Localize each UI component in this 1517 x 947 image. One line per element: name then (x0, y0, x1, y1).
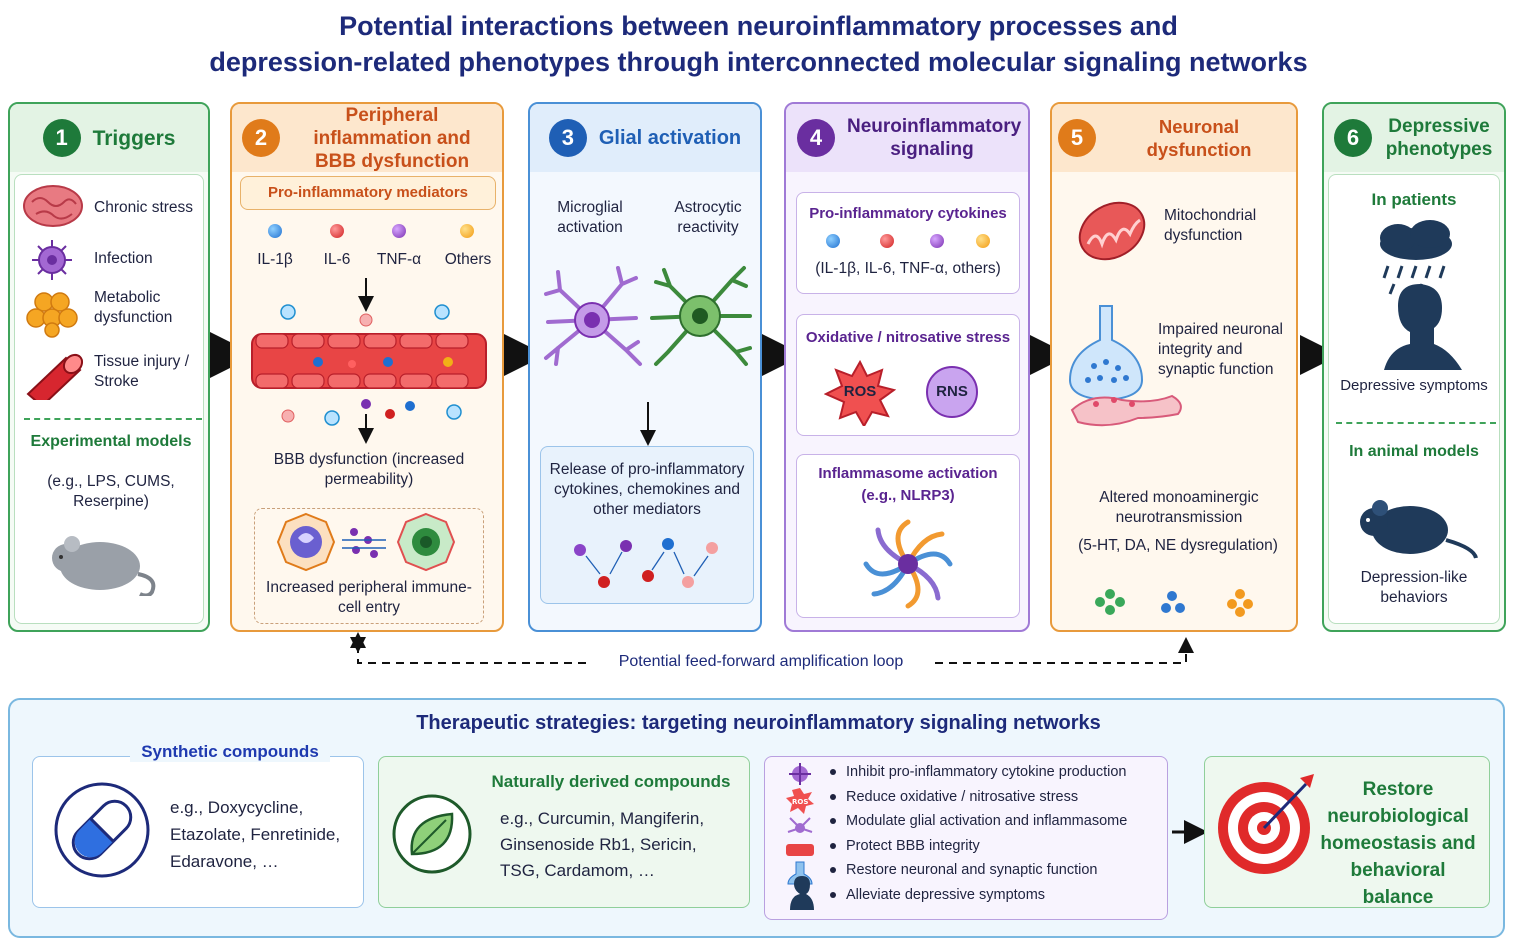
monoamine-label: Altered monoaminergic neurotransmission (1099, 489, 1259, 526)
vessel-icon (26, 353, 84, 400)
synapse-icon (1068, 305, 1182, 427)
mediators-label: Pro-inflammatory mediators (267, 184, 469, 201)
mechanism-list: Inhibit pro-inflammatory cytokine produc… (828, 760, 1164, 907)
cytokine-dot (930, 234, 944, 248)
mouse-icon (52, 536, 156, 596)
panel-neuroinflammatory-signaling: 4 Neuroinflammatory signaling Pro-inflam… (784, 102, 1030, 632)
cytokine-dot (976, 234, 990, 248)
synaptic-label: Impaired neuronal integrity and synaptic… (1158, 321, 1283, 378)
microglial-label: Microglial activation (557, 199, 623, 236)
cytokines-title: Pro-inflammatory cytokines (809, 205, 1007, 222)
leaf-icon (392, 794, 472, 874)
mechanism-item: Restore neuronal and synaptic function (828, 858, 1164, 883)
therapy-arrow (1172, 820, 1206, 844)
outcome-text: Restore neurobiological homeostasis and … (1320, 779, 1476, 908)
panel-peripheral-inflammation: 2 Peripheral inflammation and BBB dysfun… (230, 102, 504, 632)
loop-label: Potential feed-forward amplification loo… (618, 653, 904, 670)
trigger-label: Tissue injury / Stroke (94, 353, 190, 390)
flow-arrows (206, 330, 1340, 664)
synthetic-text: e.g., Doxycycline, Etazolate, Fenretinid… (170, 798, 341, 871)
others-dot (460, 224, 474, 238)
rns-label: RNS (936, 383, 968, 400)
monoamine-detail: (5-HT, DA, NE dysregulation) (1078, 537, 1278, 554)
blood-vessel-illustration (251, 278, 487, 444)
panel-title: Glial activation (598, 126, 742, 149)
mechanism-icons: ROS (786, 763, 814, 910)
panel-neuronal-dysfunction: 5 Neuronal dysfunction Mitochondrial dys… (1050, 102, 1298, 632)
panel-title: Depressive phenotypes (1385, 116, 1493, 160)
experimental-models-title: Experimental models (30, 433, 192, 450)
inflammasome-title: Inflammasome activation (818, 465, 998, 482)
glial-cells-illustration (544, 266, 752, 366)
trigger-label: Chronic stress (94, 199, 194, 216)
patients-label: In patients (1371, 190, 1457, 209)
depressive-symptoms-label: Depressive symptoms (1340, 377, 1488, 394)
immune-entry-label: Increased peripheral immune-cell entry (266, 579, 472, 616)
bbb-dysfunction-label: BBB dysfunction (increased permeability) (273, 451, 465, 488)
ros-label: ROS (843, 383, 877, 400)
therapy-title: Therapeutic strategies: targeting neuroi… (416, 712, 1101, 734)
animal-models-label: In animal models (1349, 443, 1479, 460)
cytokine-release-icon (574, 538, 718, 588)
il1b-dot (268, 224, 282, 238)
page-title: Potential interactions between neuroinfl… (209, 11, 1308, 77)
tnfa-dot (392, 224, 406, 238)
mechanism-item: Reduce oxidative / nitrosative stress (828, 785, 1164, 810)
il6-dot (330, 224, 344, 238)
ros-star-icon (824, 360, 896, 426)
step-number: 3 (548, 119, 587, 157)
synthetic-title: Synthetic compounds (130, 742, 330, 762)
svg-text:ROS: ROS (792, 798, 808, 806)
panel-triggers: 1 Triggers Chronic stress Infection Meta… (8, 102, 210, 632)
loop-arrow (350, 637, 588, 664)
panel-glial-activation: 3 Glial activation Microglial activation… (528, 102, 762, 632)
panel-title: Neuroinflammatory signaling (847, 116, 1022, 160)
mediator-label: Others (444, 251, 492, 268)
step-number: 6 (1334, 119, 1372, 157)
natural-title: Naturally derived compounds (491, 772, 731, 791)
trigger-label: Metabolic dysfunction (94, 289, 173, 326)
virus-icon (32, 240, 72, 280)
step-number: 1 (42, 119, 81, 157)
mediator-label: IL-1β (257, 251, 293, 268)
natural-text: e.g., Curcumin, Mangiferin, Ginsenoside … (500, 809, 705, 880)
inflammasome-icon (863, 519, 953, 609)
mechanism-item: Inhibit pro-inflammatory cytokine produc… (828, 760, 1164, 785)
metabolic-cluster-icon (26, 292, 78, 338)
astrocytic-label: Astrocytic reactivity (674, 199, 742, 236)
mitochondrial-label: Mitochondrial dysfunction (1164, 207, 1257, 244)
depression-like-label: Depression-like behaviors (1360, 569, 1468, 606)
mechanism-item: Protect BBB integrity (828, 834, 1164, 859)
pill-icon (54, 782, 150, 878)
step-number: 2 (242, 119, 280, 157)
immune-cell-illustration (276, 512, 456, 572)
panel-title: Peripheral inflammation and BBB dysfunct… (313, 104, 471, 172)
brain-icon (23, 185, 83, 227)
sad-person-icon (1380, 220, 1462, 370)
therapy-section: Therapeutic strategies: targeting neuroi… (8, 698, 1505, 938)
panel-title: Neuronal dysfunction (1146, 116, 1252, 160)
mechanism-item: Alleviate depressive symptoms (828, 883, 1164, 908)
inflammasome-text: (e.g., NLRP3) (861, 487, 955, 504)
trigger-label: Infection (94, 250, 153, 267)
mouse-icon (1360, 500, 1478, 559)
cytokine-dot (826, 234, 840, 248)
neurotransmitter-icons (1095, 589, 1253, 617)
step-number: 4 (797, 119, 835, 157)
cytokines-text: (IL-1β, IL-6, TNF-α, others) (815, 260, 1001, 277)
mitochondria-icon (1078, 201, 1146, 261)
panel-title: Triggers (92, 126, 176, 150)
mediator-label: TNF-α (376, 251, 422, 268)
mechanism-item: Modulate glial activation and inflammaso… (828, 809, 1164, 834)
release-label: Release of pro-inflammatory cytokines, c… (549, 461, 745, 518)
panel-depressive-phenotypes: 6 Depressive phenotypes In patients Depr… (1322, 102, 1506, 632)
oxidative-title: Oxidative / nitrosative stress (805, 329, 1011, 346)
experimental-models-text: (e.g., LPS, CUMS, Reserpine) (47, 473, 175, 510)
target-icon (1218, 774, 1314, 874)
rns-circle-icon (926, 366, 978, 418)
step-number: 5 (1058, 119, 1096, 157)
mediator-label: IL-6 (323, 251, 351, 268)
cytokine-dot (880, 234, 894, 248)
